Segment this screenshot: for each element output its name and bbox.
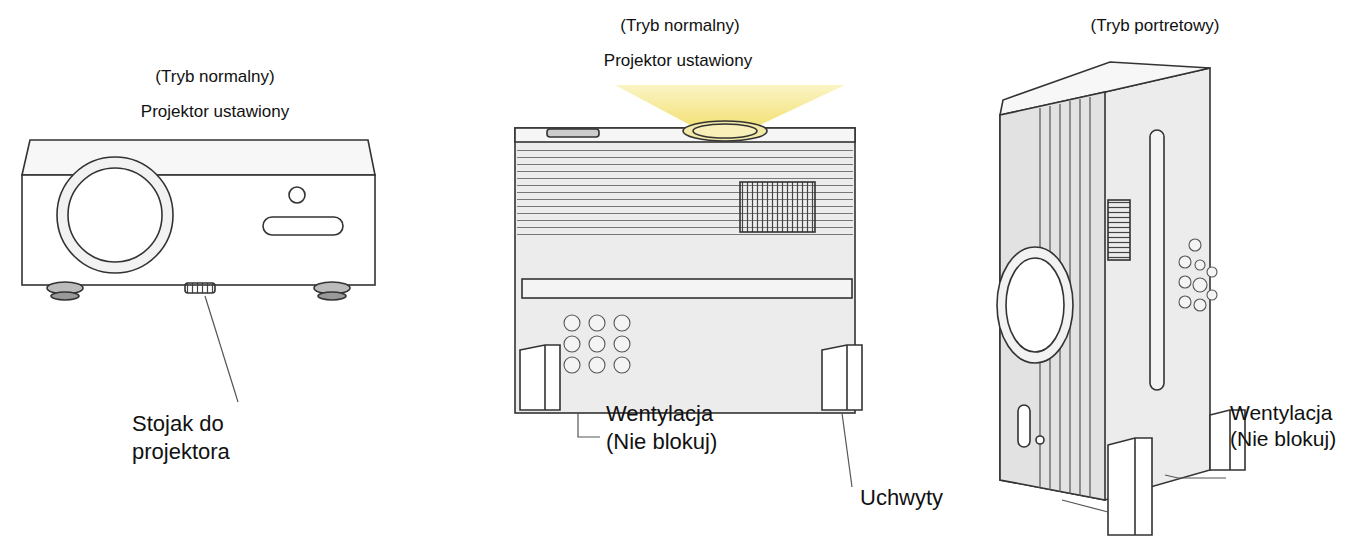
state-caption: Projektor ustawiony	[120, 101, 310, 122]
projector-normal	[22, 140, 375, 402]
projector-upright	[515, 85, 862, 487]
part-label: Wentylacja (Nie blokuj)	[606, 400, 756, 455]
mode-caption: (Tryb normalny)	[590, 15, 770, 36]
part-label: Wentylacja (Nie blokuj)	[1230, 400, 1360, 453]
part-label: Uchwyty	[860, 484, 990, 512]
projector-portrait	[997, 62, 1245, 535]
mode-caption: (Tryb normalny)	[130, 66, 300, 87]
mode-caption: (Tryb portretowy)	[1055, 15, 1255, 36]
part-label: Stojak do projektora	[132, 410, 282, 465]
state-caption: Projektor ustawiony	[583, 50, 773, 71]
